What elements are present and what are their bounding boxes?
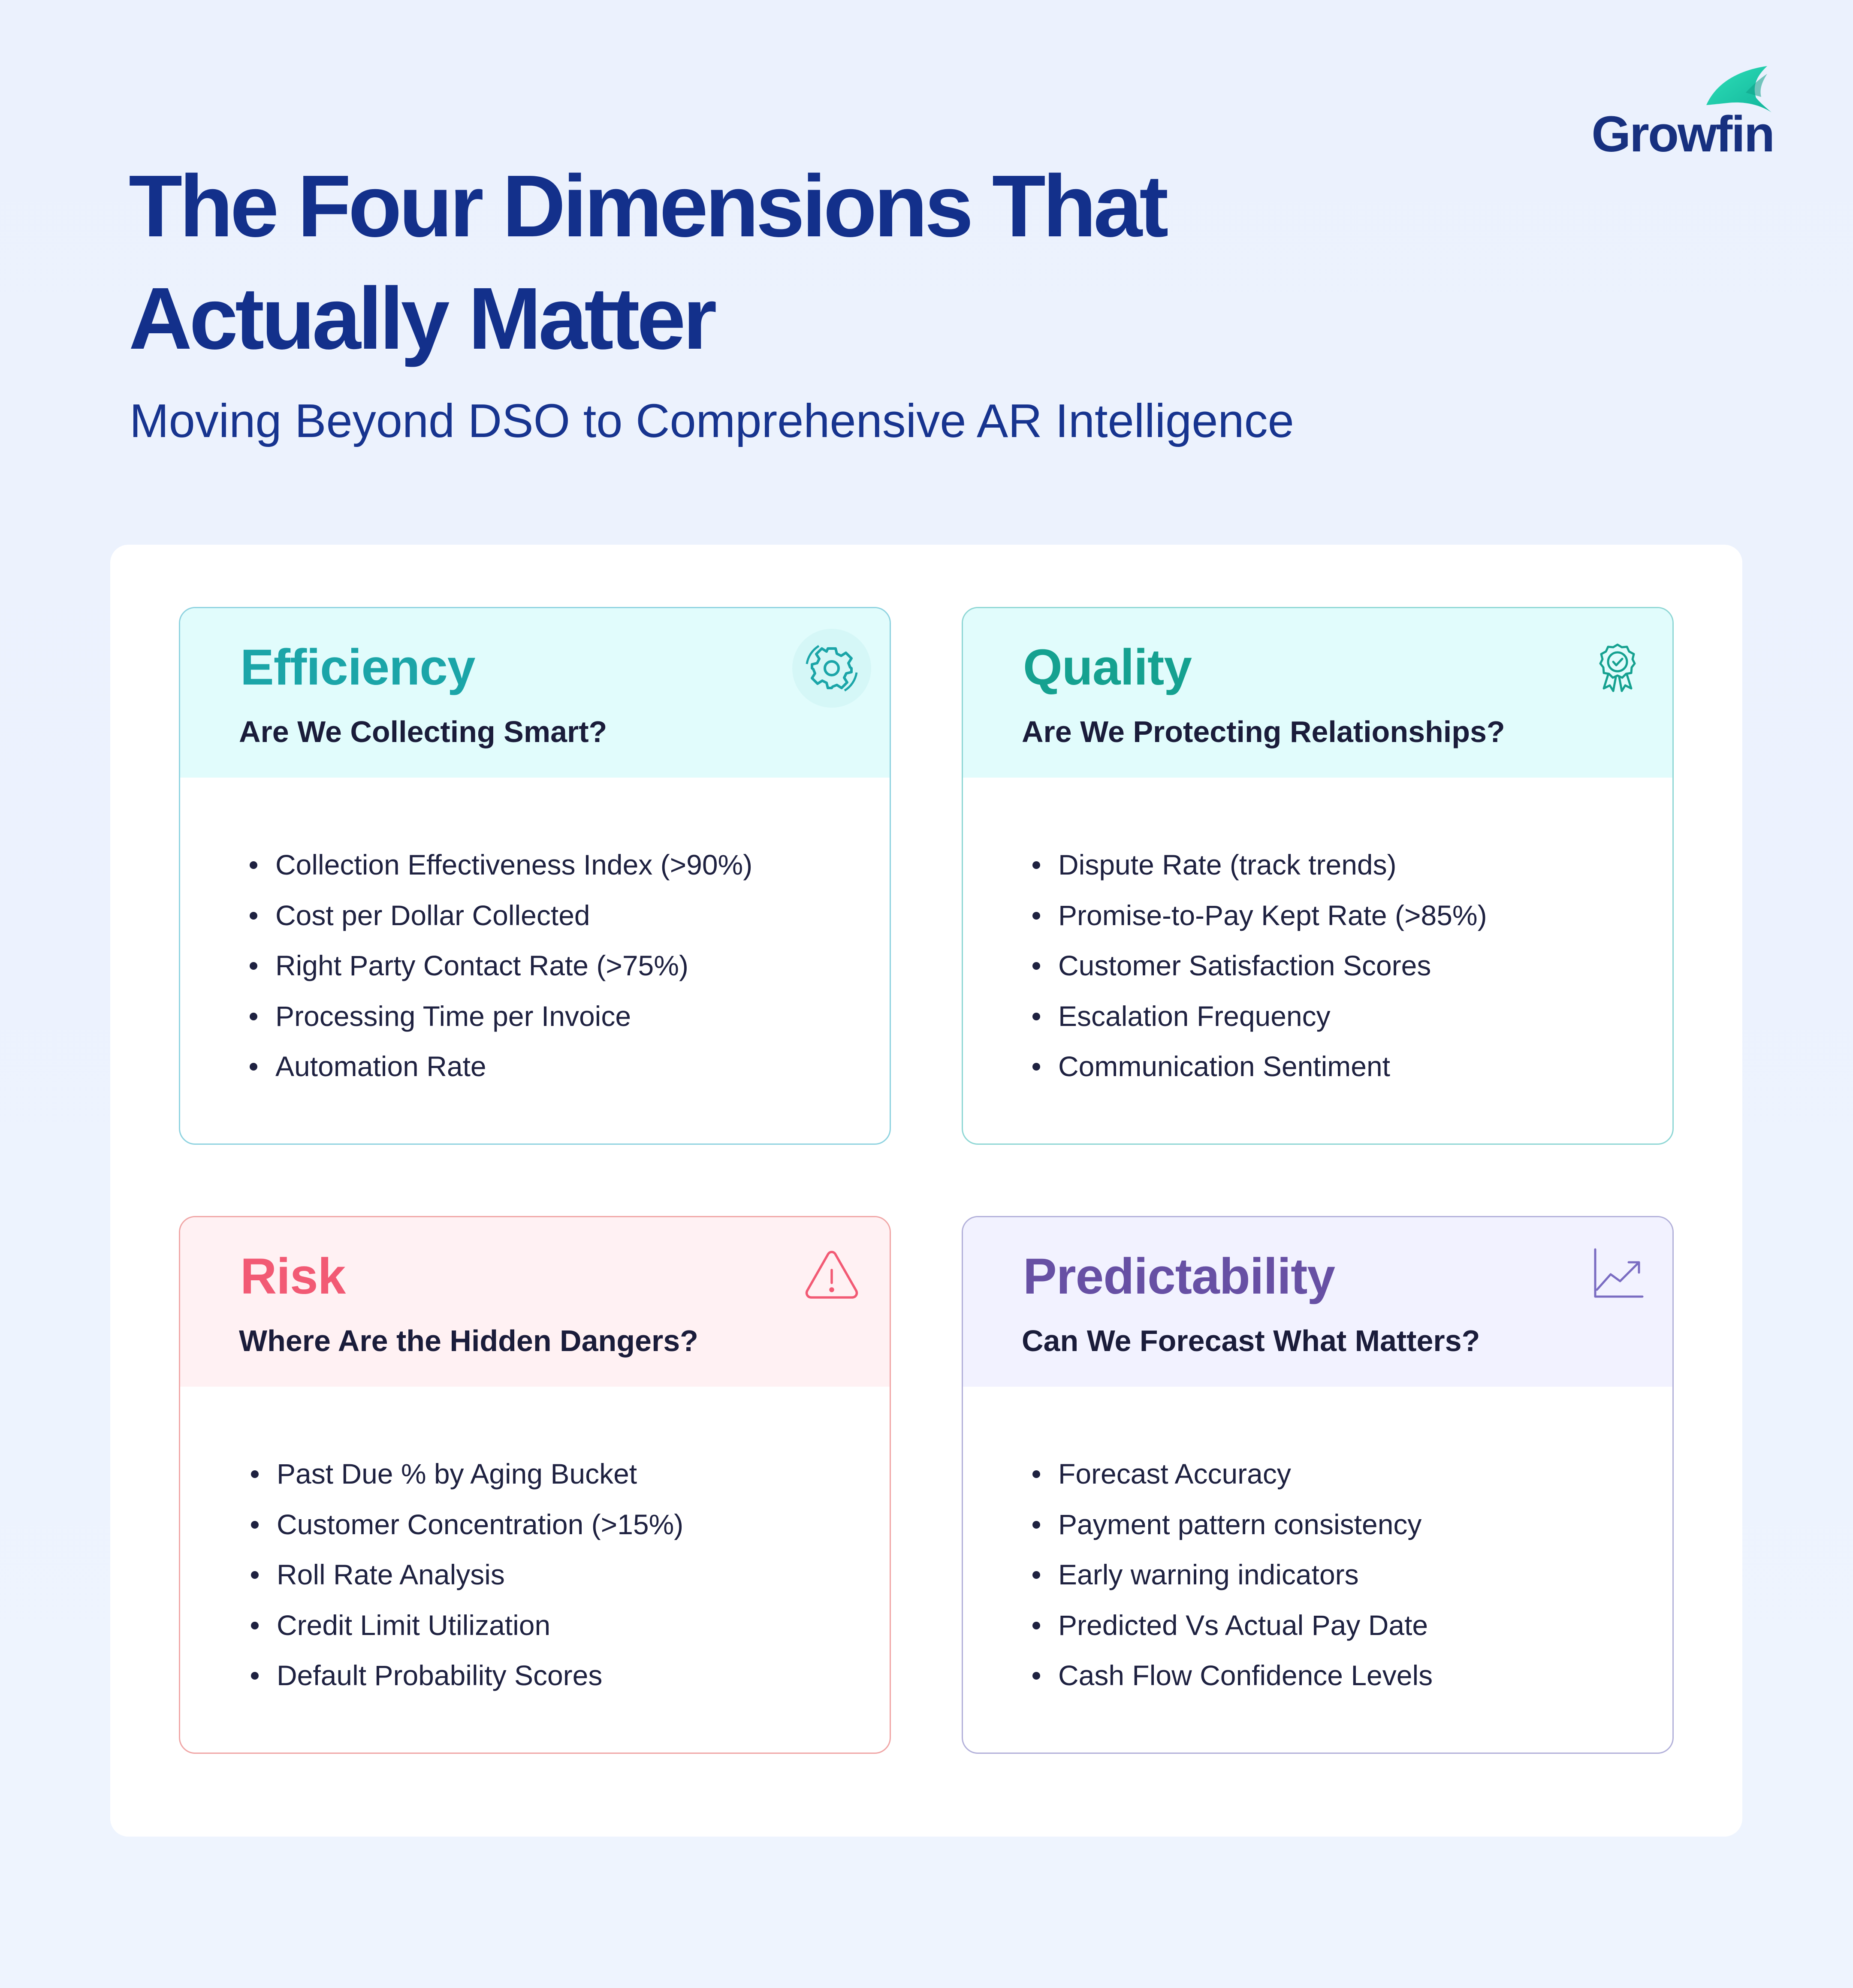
list-item-text: Right Party Contact Rate (>75%) [275, 950, 688, 981]
bullet [1032, 1520, 1040, 1529]
card-header: Efficiency Are We Collecting Smart? [180, 608, 890, 778]
page-title: The Four Dimensions That Actually Matter [129, 157, 1168, 368]
card-title: Efficiency [240, 639, 475, 696]
list-item-text: Roll Rate Analysis [277, 1559, 505, 1590]
card-header: Quality Are We Protecting Relationships? [963, 608, 1672, 778]
list-item-text: Processing Time per Invoice [275, 1000, 631, 1032]
bullet [250, 962, 257, 970]
bullet [1032, 1063, 1040, 1071]
list-item: Collection Effectiveness Index (>90%) [241, 840, 752, 890]
list-item-text: Automation Rate [275, 1050, 486, 1082]
card-title: Predictability [1023, 1248, 1335, 1305]
list-item-text: Predicted Vs Actual Pay Date [1058, 1609, 1428, 1641]
list-item: Automation Rate [241, 1041, 752, 1092]
list-item: Forecast Accuracy [1024, 1449, 1433, 1499]
fin-icon [1706, 66, 1772, 112]
list-item-text: Communication Sentiment [1058, 1050, 1391, 1082]
list-item-text: Customer Concentration (>15%) [277, 1508, 684, 1540]
bullet [250, 911, 257, 920]
metric-list: Past Due % by Aging Bucket Customer Conc… [242, 1449, 683, 1701]
award-badge-icon [1574, 627, 1655, 709]
bullet [1032, 861, 1040, 869]
list-item: Default Probability Scores [242, 1650, 683, 1701]
brand-name: Growfin [1591, 106, 1775, 163]
bullet [250, 861, 257, 869]
bullet [1032, 1621, 1040, 1629]
list-item: Payment pattern consistency [1024, 1499, 1433, 1550]
list-item: Dispute Rate (track trends) [1024, 840, 1487, 890]
list-item-text: Cash Flow Confidence Levels [1058, 1659, 1433, 1691]
list-item: Cost per Dollar Collected [241, 890, 752, 941]
warning-triangle-icon [791, 1237, 872, 1318]
list-item: Promise-to-Pay Kept Rate (>85%) [1024, 890, 1487, 941]
bullet [250, 1063, 257, 1071]
list-item-text: Forecast Accuracy [1058, 1458, 1291, 1490]
bullet [251, 1621, 259, 1629]
metric-list: Dispute Rate (track trends) Promise-to-P… [1024, 840, 1487, 1092]
list-item-text: Dispute Rate (track trends) [1058, 849, 1397, 881]
card-risk: Risk Where Are the Hidden Dangers? Past … [179, 1216, 891, 1754]
bullet [250, 1012, 257, 1020]
gear-icon [791, 627, 872, 709]
list-item: Customer Concentration (>15%) [242, 1499, 683, 1550]
card-question: Where Are the Hidden Dangers? [239, 1324, 698, 1358]
list-item: Cash Flow Confidence Levels [1024, 1650, 1433, 1701]
list-item-text: Payment pattern consistency [1058, 1508, 1422, 1540]
card-question: Are We Protecting Relationships? [1022, 715, 1505, 748]
list-item: Customer Satisfaction Scores [1024, 941, 1487, 991]
page-subtitle: Moving Beyond DSO to Comprehensive AR In… [130, 395, 1294, 447]
card-question: Are We Collecting Smart? [239, 715, 607, 748]
list-item: Escalation Frequency [1024, 991, 1487, 1042]
bullet [1032, 962, 1040, 970]
list-item-text: Early warning indicators [1058, 1559, 1359, 1590]
card-header: Risk Where Are the Hidden Dangers? [180, 1217, 890, 1387]
bullet [1032, 1012, 1040, 1020]
list-item-text: Promise-to-Pay Kept Rate (>85%) [1058, 899, 1487, 931]
list-item-text: Collection Effectiveness Index (>90%) [275, 849, 753, 881]
dimensions-panel: Efficiency Are We Collecting Smart? Coll… [110, 545, 1742, 1837]
bullet [251, 1571, 259, 1579]
list-item: Predicted Vs Actual Pay Date [1024, 1600, 1433, 1651]
list-item-text: Credit Limit Utilization [277, 1609, 551, 1641]
list-item: Processing Time per Invoice [241, 991, 752, 1042]
metric-list: Collection Effectiveness Index (>90%) Co… [241, 840, 752, 1092]
list-item: Communication Sentiment [1024, 1041, 1487, 1092]
card-predictability: Predictability Can We Forecast What Matt… [962, 1216, 1674, 1754]
list-item-text: Escalation Frequency [1058, 1000, 1331, 1032]
bullet [1032, 1470, 1040, 1478]
metric-list: Forecast Accuracy Payment pattern consis… [1024, 1449, 1433, 1701]
bullet [1032, 911, 1040, 920]
list-item-text: Cost per Dollar Collected [275, 899, 590, 931]
list-item-text: Past Due % by Aging Bucket [277, 1458, 637, 1490]
card-header: Predictability Can We Forecast What Matt… [963, 1217, 1672, 1387]
list-item: Roll Rate Analysis [242, 1550, 683, 1600]
bullet [1032, 1672, 1040, 1680]
card-question: Can We Forecast What Matters? [1022, 1324, 1480, 1358]
bullet [251, 1470, 259, 1478]
growfin-logo: Growfin [1591, 64, 1775, 167]
list-item-text: Customer Satisfaction Scores [1058, 950, 1431, 981]
bullet [1032, 1571, 1040, 1579]
list-item-text: Default Probability Scores [277, 1659, 603, 1691]
list-item: Credit Limit Utilization [242, 1600, 683, 1651]
card-quality: Quality Are We Protecting Relationships?… [962, 607, 1674, 1145]
card-title: Quality [1023, 639, 1192, 696]
card-title: Risk [240, 1248, 346, 1305]
trend-chart-icon [1574, 1237, 1655, 1318]
list-item: Past Due % by Aging Bucket [242, 1449, 683, 1499]
list-item: Right Party Contact Rate (>75%) [241, 941, 752, 991]
card-efficiency: Efficiency Are We Collecting Smart? Coll… [179, 607, 891, 1145]
bullet [251, 1520, 259, 1529]
bullet [251, 1672, 259, 1680]
list-item: Early warning indicators [1024, 1550, 1433, 1600]
